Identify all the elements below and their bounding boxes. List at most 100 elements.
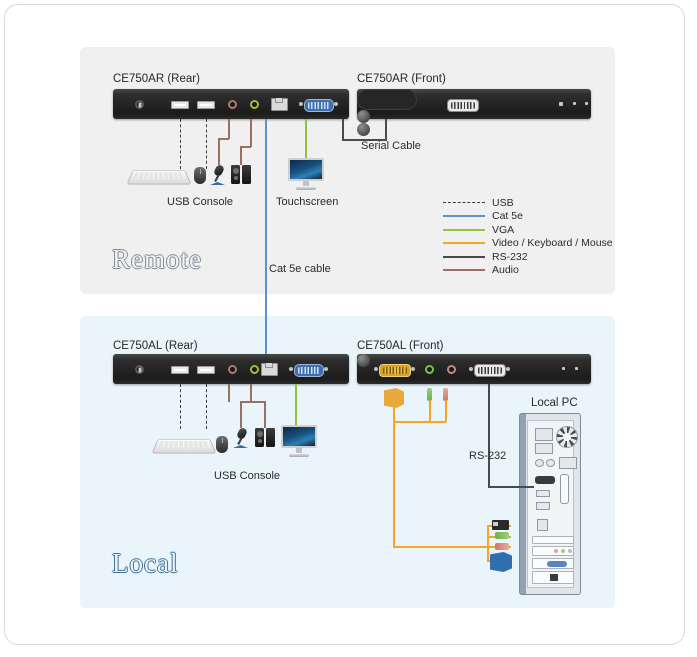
local-pc-label: Local PC — [531, 397, 578, 409]
ce750ar-rear-label: CE750AR (Rear) — [113, 73, 200, 85]
usb-console-remote-label: USB Console — [167, 196, 234, 208]
rj45-port — [261, 363, 278, 376]
vkm-cable-merge-h — [393, 421, 446, 423]
legend-label-usb: USB — [492, 196, 514, 209]
legend-swatch-usb — [443, 202, 485, 204]
fan-grille — [556, 426, 578, 448]
usb-port-1 — [171, 101, 189, 109]
led-indicator-2 — [573, 102, 576, 105]
usb-cable-mouse — [206, 119, 209, 169]
rs232-cable-v — [488, 384, 490, 487]
vkm-cable-v1 — [393, 407, 395, 547]
touchscreen-monitor-icon — [288, 158, 324, 190]
led-indicator-1 — [562, 367, 565, 370]
mic-in-jack — [447, 365, 456, 374]
mouse-icon — [194, 167, 206, 184]
front-button[interactable] — [357, 354, 370, 367]
legend-item-vga: VGA — [443, 223, 613, 237]
mic-jack — [228, 100, 237, 109]
touchscreen-label: Touchscreen — [276, 196, 339, 208]
legend-item-vkm: Video / Keyboard / Mouse — [443, 237, 613, 251]
legend-swatch-audio — [443, 269, 485, 272]
speakers-icon-local — [255, 428, 275, 447]
led-indicator-2 — [575, 367, 578, 370]
audio-cable-speaker-v2 — [240, 146, 242, 165]
speaker-jack — [250, 365, 259, 374]
keyboard-icon — [126, 170, 192, 185]
ce750ar-front-device — [357, 89, 591, 136]
microphone-icon — [210, 163, 226, 185]
ps2-port-2 — [546, 459, 555, 467]
speaker-jack — [250, 100, 259, 109]
pc-port-b — [536, 502, 550, 510]
serial-cable-segment-h — [342, 139, 387, 141]
legend-swatch-vkm — [443, 242, 485, 245]
audio-cable-mic-local-h — [240, 401, 253, 403]
audio-cable-speaker-local-h — [250, 401, 265, 403]
ps2-port-1 — [535, 459, 544, 467]
local-monitor-icon — [281, 425, 317, 457]
front-button-2[interactable] — [357, 123, 370, 136]
led-indicator-3 — [585, 102, 588, 105]
psu-connector — [535, 428, 553, 441]
ce750al-front-device — [357, 354, 591, 384]
button-group-bezel — [357, 89, 417, 110]
cat5e-cable-line — [265, 119, 267, 367]
vkm-cable-h-bottom — [393, 546, 488, 548]
audio-cable-mic-v1 — [228, 119, 230, 139]
ce750ar-rear-device — [113, 89, 349, 119]
legend-label-rs232: RS-232 — [492, 250, 528, 263]
power-port — [135, 100, 144, 109]
usb-port-1 — [171, 366, 189, 374]
power-port — [135, 365, 144, 374]
pc-usb-port — [537, 519, 548, 531]
vkm-port — [379, 364, 411, 377]
vkm-cable-audio-green-v — [429, 400, 431, 422]
legend-label-cat5e: Cat 5e — [492, 210, 523, 223]
serial-cable-segment-v2 — [342, 119, 344, 140]
audio-cable-speaker-local-v2 — [264, 401, 266, 428]
io-panel-plate — [559, 457, 577, 469]
serial-port — [447, 99, 479, 112]
pc-port-a — [536, 490, 550, 497]
legend: USB Cat 5e VGA Video / Keyboard / Mouse … — [443, 196, 613, 277]
audio-cable-speaker-h — [240, 146, 251, 148]
legend-item-cat5e: Cat 5e — [443, 210, 613, 224]
legend-label-vga: VGA — [492, 223, 515, 236]
speakers-icon — [231, 165, 251, 184]
usb-cable-keyboard-local — [180, 384, 183, 429]
line-out-jack — [425, 365, 434, 374]
ce750al-rear-label: CE750AL (Rear) — [113, 340, 198, 352]
microphone-icon-local — [233, 426, 249, 448]
pc-parallel-port — [560, 474, 569, 504]
audio-cable-speaker-v1 — [250, 119, 252, 147]
legend-swatch-cat5e — [443, 215, 485, 218]
usb-connector-pc — [492, 520, 509, 530]
front-button-1[interactable] — [357, 110, 370, 123]
legend-item-rs232: RS-232 — [443, 250, 613, 264]
mic-jack — [228, 365, 237, 374]
led-indicator-1 — [559, 102, 563, 106]
legend-item-usb: USB — [443, 196, 613, 210]
vkm-cable-audio-pink-v — [445, 400, 447, 422]
ce750al-front-label: CE750AL (Front) — [357, 340, 444, 352]
vga-port — [294, 364, 324, 377]
pc-serial-port — [535, 476, 555, 484]
audio-card-slot — [532, 546, 574, 556]
audio-plug-pink-pc — [495, 543, 509, 550]
rs232-cable-h — [488, 486, 534, 488]
local-watermark: Local — [112, 548, 179, 578]
vga-connector-pc — [490, 552, 512, 572]
audio-cable-mic-local-v2 — [240, 401, 242, 428]
rs232-label: RS-232 — [469, 450, 507, 462]
pc-vga-port — [547, 561, 567, 567]
serial-port — [474, 364, 506, 377]
usb-console-local-label: USB Console — [214, 470, 281, 482]
legend-label-audio: Audio — [492, 264, 519, 277]
usb-port-2 — [197, 101, 215, 109]
audio-plug-pink-top — [443, 388, 448, 401]
audio-cable-mic-local-v1 — [228, 384, 230, 402]
legend-swatch-rs232 — [443, 255, 485, 258]
ce750al-rear-device — [113, 354, 349, 384]
